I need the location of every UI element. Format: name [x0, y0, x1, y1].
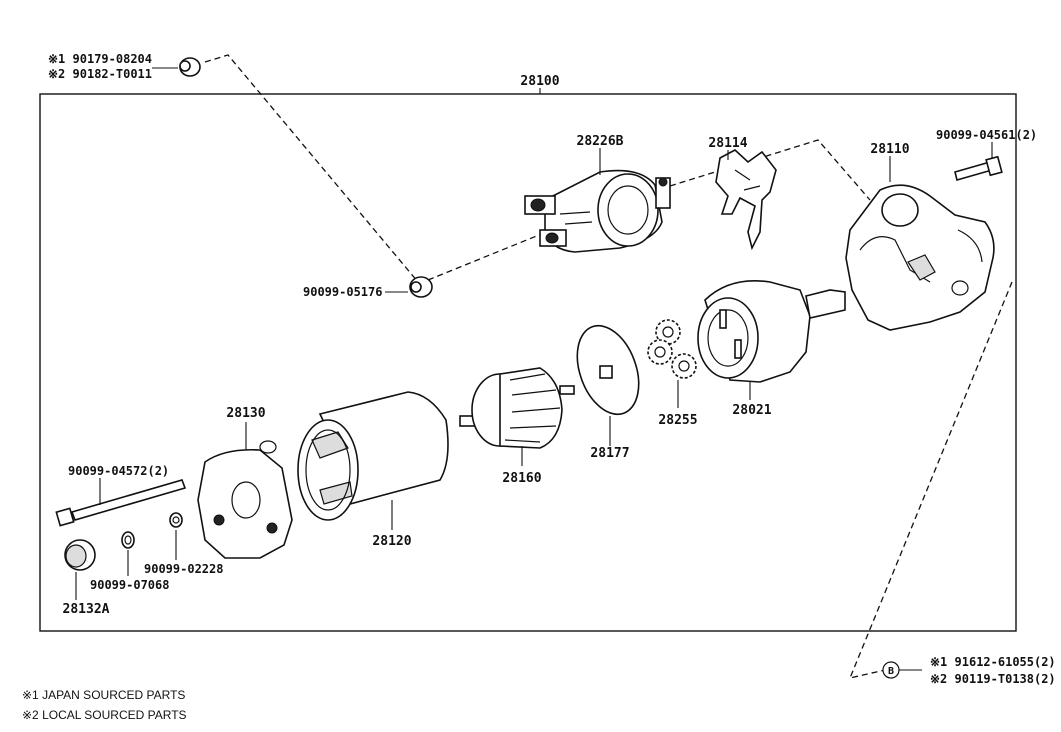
solenoid-switch [524, 169, 671, 253]
nut-solenoid [409, 276, 433, 298]
part-28177-label: 28177 [590, 446, 629, 461]
washer-02228 [169, 512, 183, 528]
part-28120-label: 28120 [372, 534, 411, 549]
callout-b-letter: B [888, 666, 894, 677]
part-90099-04561-label: 90099-04561(2) [936, 128, 1037, 142]
drive-lever [715, 149, 777, 251]
part-28130-label: 28130 [226, 406, 265, 421]
note-japan-sourced: ※1 JAPAN SOURCED PARTS [22, 688, 185, 702]
part-90099-04572-label: 90099-04572(2) [68, 464, 169, 478]
part-90119-label: ※2 90119-T0138(2) [930, 672, 1056, 686]
part-28110-label: 28110 [870, 142, 909, 157]
part-90182-label: ※2 90182-T0011 [48, 67, 152, 81]
planetary-gears [647, 319, 697, 379]
commutator-end-frame [197, 440, 293, 559]
part-28160-label: 28160 [502, 471, 541, 486]
planetary-carrier [697, 280, 846, 383]
armature [459, 367, 575, 449]
part-28255-label: 28255 [658, 413, 697, 428]
nut-top-left [152, 57, 201, 77]
assembly-label: 28100 [520, 74, 559, 89]
part-90179-label: ※1 90179-08204 [48, 52, 152, 66]
washer-07068 [121, 531, 135, 549]
end-cap [64, 539, 96, 571]
part-90099-02228-label: 90099-02228 [144, 562, 223, 576]
yoke-field-frame [297, 391, 449, 521]
part-28226B-label: 28226B [577, 134, 624, 149]
assembly-frame [39, 93, 1017, 632]
drive-housing [845, 184, 995, 331]
note-local-sourced: ※2 LOCAL SOURCED PARTS [22, 708, 187, 722]
through-bolt [55, 479, 187, 527]
part-90099-07068-label: 90099-07068 [90, 578, 169, 592]
part-90099-05176-label: 90099-05176 [303, 285, 382, 299]
part-28021-label: 28021 [732, 403, 771, 418]
bolt-housing [954, 155, 1003, 181]
plate-disk [576, 324, 640, 416]
part-28114-label: 28114 [708, 136, 747, 151]
part-91612-label: ※1 91612-61055(2) [930, 655, 1056, 669]
part-28132A-label: 28132A [63, 602, 110, 617]
